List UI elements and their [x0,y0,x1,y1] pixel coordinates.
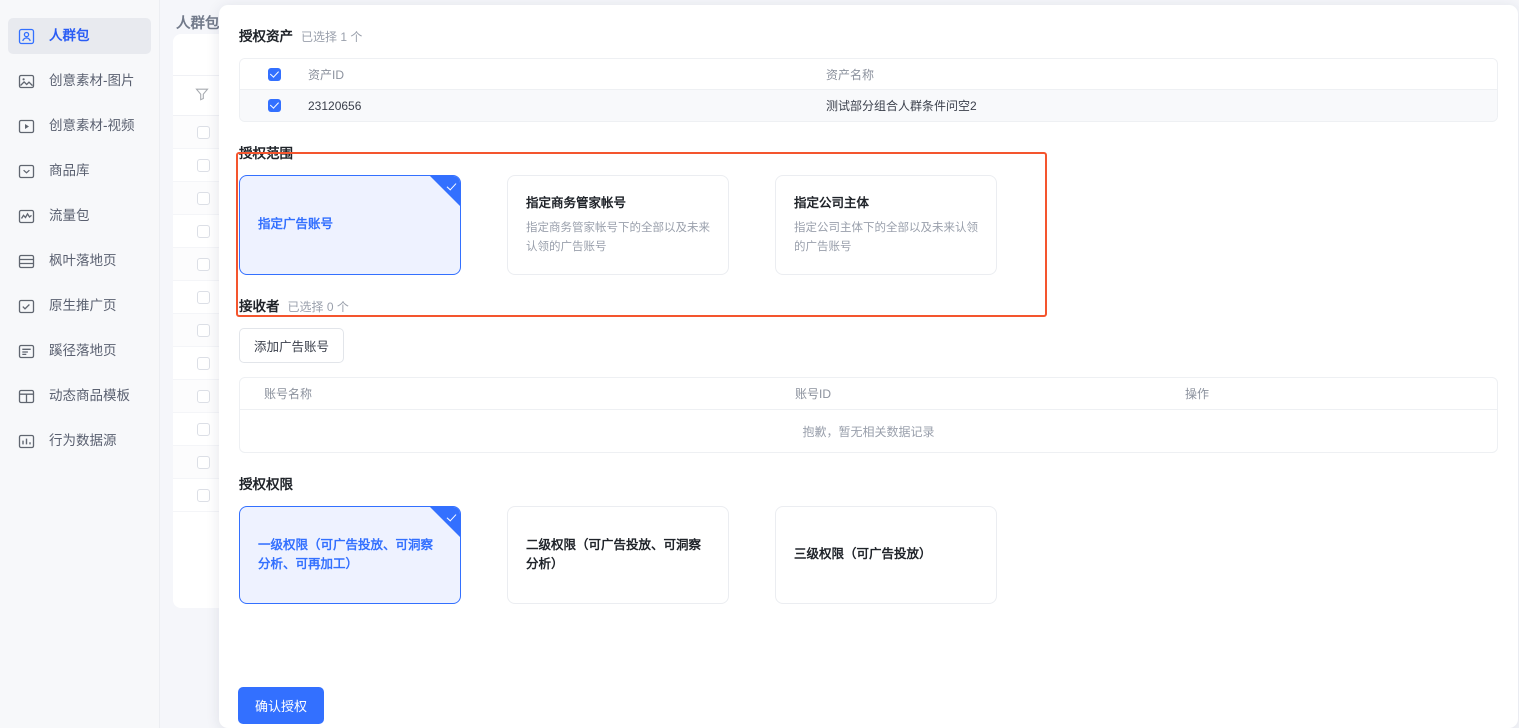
background-row-checkbox [197,488,210,502]
sidebar-item-label: 流量包 [49,208,90,224]
recipient-section-subtitle: 已选择 0 个 [287,300,349,314]
recipient-col-name: 账号名称 [264,387,313,401]
check-square-icon [18,298,35,315]
sidebar-item-label: 动态商品模板 [49,388,130,404]
video-play-icon [18,118,35,135]
background-row-checkbox [197,224,210,238]
scope-option-desc: 指定公司主体下的全部以及未来认领的广告账号 [794,222,978,253]
recipient-col-actions: 操作 [1185,387,1210,401]
sidebar-item-maple-landing-page[interactable]: 枫叶落地页 [8,243,151,279]
asset-row-checkbox[interactable] [240,99,308,112]
document-lines-icon [18,343,35,360]
permission-section-header: 授权权限 [239,473,1498,493]
image-icon [18,73,35,90]
confirm-authorization-button[interactable]: 确认授权 [238,687,325,724]
sidebar-item-behavior-data-source[interactable]: 行为数据源 [8,423,151,459]
background-row-checkbox [197,323,210,337]
box-chevron-icon [18,163,35,180]
sidebar-item-audience-package[interactable]: 人群包 [8,18,151,54]
scope-option-ad-account[interactable]: 指定广告账号 [239,175,461,275]
background-row-checkbox [197,191,210,205]
sidebar-item-label: 原生推广页 [49,298,117,314]
background-row-checkbox [197,158,210,172]
page-title: 人群包 [176,16,220,32]
recipient-section-title: 接收者 [239,299,280,314]
scope-option-desc: 指定商务管家帐号下的全部以及未来认领的广告账号 [526,222,710,253]
sidebar-item-path-landing-page[interactable]: 蹊径落地页 [8,333,151,369]
recipient-section-header: 接收者 已选择 0 个 [239,295,1498,315]
sidebar-item-label: 枫叶落地页 [49,253,117,269]
sidebar-item-label: 创意素材-图片 [49,73,135,89]
permission-option-title: 三级权限（可广告投放） [794,547,932,562]
sidebar-item-dynamic-product-template[interactable]: 动态商品模板 [8,378,151,414]
rows-icon [18,253,35,270]
sidebar-item-label: 行为数据源 [49,433,117,449]
asset-table-header-row: 资产ID 资产名称 [240,59,1497,90]
permission-option-level-3[interactable]: 三级权限（可广告投放） [775,506,997,604]
selected-check-icon [430,507,460,537]
background-row-checkbox [197,389,210,403]
background-row-checkbox [197,455,210,469]
recipient-table: 账号名称 账号ID 操作 抱歉，暂无相关数据记录 [239,377,1498,453]
scope-options: 指定广告账号 指定商务管家帐号 指定商务管家帐号下的全部以及未来认领的广告账号 … [239,175,1498,275]
user-circle-icon [18,28,35,45]
asset-section-subtitle: 已选择 1 个 [301,30,363,44]
background-row-checkbox [197,356,210,370]
asset-select-all-checkbox[interactable] [240,67,308,81]
scope-section-header: 授权范围 [239,142,1498,162]
sidebar-item-label: 蹊径落地页 [49,343,117,359]
recipient-col-id: 账号ID [795,387,832,401]
scope-section-title: 授权范围 [239,146,293,161]
scope-option-title: 指定广告账号 [258,217,334,232]
permission-option-level-1[interactable]: 一级权限（可广告投放、可洞察分析、可再加工） [239,506,461,604]
scope-option-title: 指定公司主体 [794,195,870,210]
sidebar: 人群包 创意素材-图片 创意素材-视频 商品库 流量包 [0,0,160,728]
scope-option-company-entity[interactable]: 指定公司主体 指定公司主体下的全部以及未来认领的广告账号 [775,175,997,275]
scope-option-title: 指定商务管家帐号 [526,195,627,210]
asset-col-name: 资产名称 [826,67,875,82]
bar-chart-icon [18,433,35,450]
sidebar-item-creative-video[interactable]: 创意素材-视频 [8,108,151,144]
sidebar-item-traffic-package[interactable]: 流量包 [8,198,151,234]
recipient-empty-text: 抱歉，暂无相关数据记录 [802,424,935,439]
background-row-checkbox [197,257,210,271]
asset-section-header: 授权资产 已选择 1 个 [239,25,1498,45]
sidebar-item-product-library[interactable]: 商品库 [8,153,151,189]
scope-option-business-manager[interactable]: 指定商务管家帐号 指定商务管家帐号下的全部以及未来认领的广告账号 [507,175,729,275]
background-row-checkbox [197,290,210,304]
sidebar-item-label: 商品库 [49,163,90,179]
permission-section-title: 授权权限 [239,477,293,492]
permission-options: 一级权限（可广告投放、可洞察分析、可再加工） 二级权限（可广告投放、可洞察分析）… [239,506,1498,604]
sidebar-item-native-promo-page[interactable]: 原生推广页 [8,288,151,324]
sidebar-item-label: 人群包 [49,28,90,44]
permission-option-title: 一级权限（可广告投放、可洞察分析、可再加工） [258,537,434,571]
selected-check-icon [430,176,460,206]
background-row-checkbox [197,422,210,436]
sidebar-item-creative-image[interactable]: 创意素材-图片 [8,63,151,99]
asset-row-name: 测试部分组合人群条件问空2 [826,99,977,113]
permission-option-level-2[interactable]: 二级权限（可广告投放、可洞察分析） [507,506,729,604]
sidebar-item-label: 创意素材-视频 [49,118,135,134]
asset-col-id: 资产ID [308,67,345,82]
background-row-checkbox [197,125,210,139]
table-row[interactable]: 23120656 测试部分组合人群条件问空2 [240,90,1497,121]
asset-table: 资产ID 资产名称 23120656 测试部分组合人群条件问空2 [239,58,1498,122]
asset-row-id: 23120656 [308,98,362,113]
asset-section-title: 授权资产 [239,29,293,44]
chart-wave-icon [18,208,35,225]
layout-top-icon [18,388,35,405]
add-ad-account-button[interactable]: 添加广告账号 [239,328,345,363]
authorization-modal: 授权资产 已选择 1 个 资产ID 资产名称 23120656 测试部分组合人群… [219,5,1518,728]
recipient-table-header-row: 账号名称 账号ID 操作 [240,378,1497,410]
filter-icon[interactable] [195,87,209,104]
permission-option-title: 二级权限（可广告投放、可洞察分析） [526,537,702,571]
